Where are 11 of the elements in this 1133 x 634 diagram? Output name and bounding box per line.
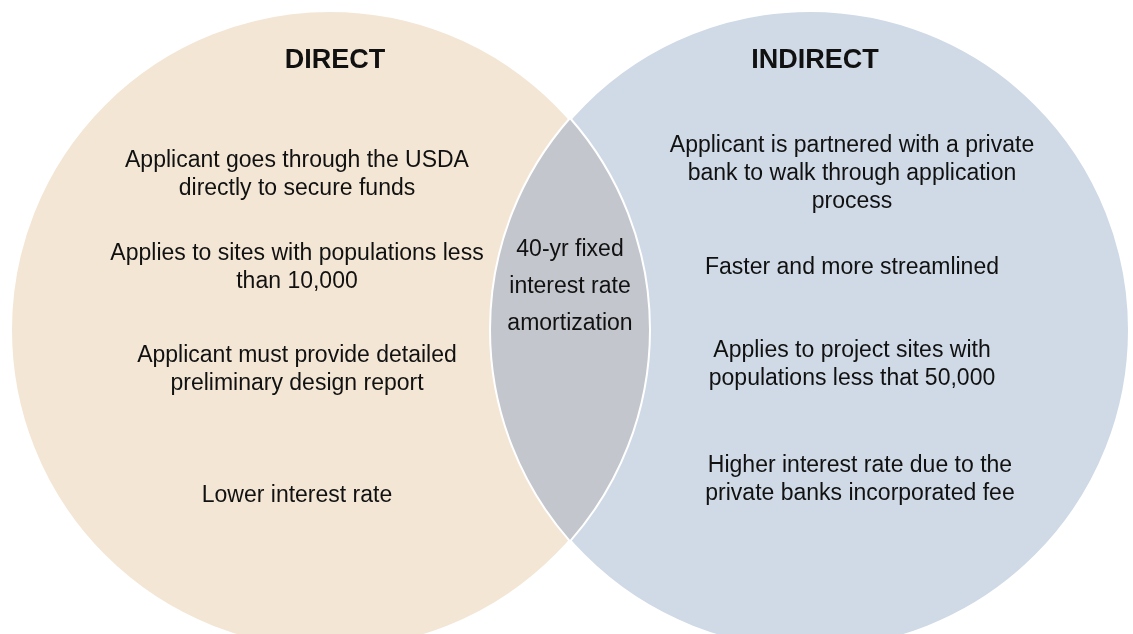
overlap-text: 40-yr fixed interest rate amortization — [506, 234, 634, 337]
circle-heading: DIRECT — [283, 45, 387, 73]
circle-text: Applies to project sites with populations less that 50,000 — [707, 335, 997, 391]
circle-text: Applicant is partnered with a private bank to walk through application process — [668, 130, 1036, 214]
circle-text: Higher interest rate due to the private banks incorporated fee — [704, 450, 1016, 506]
circle-text: Applicant must provide detailed preliminary design report — [136, 340, 458, 396]
circle-text: Faster and more streamlined — [704, 252, 1000, 280]
circle-text: Applies to sites with populations less than 10,000 — [109, 238, 485, 294]
circle-heading: INDIRECT — [750, 45, 880, 73]
circle-text: Lower interest rate — [200, 480, 394, 508]
circle-text: Applicant goes through the USDA directly to secure funds — [124, 145, 470, 201]
